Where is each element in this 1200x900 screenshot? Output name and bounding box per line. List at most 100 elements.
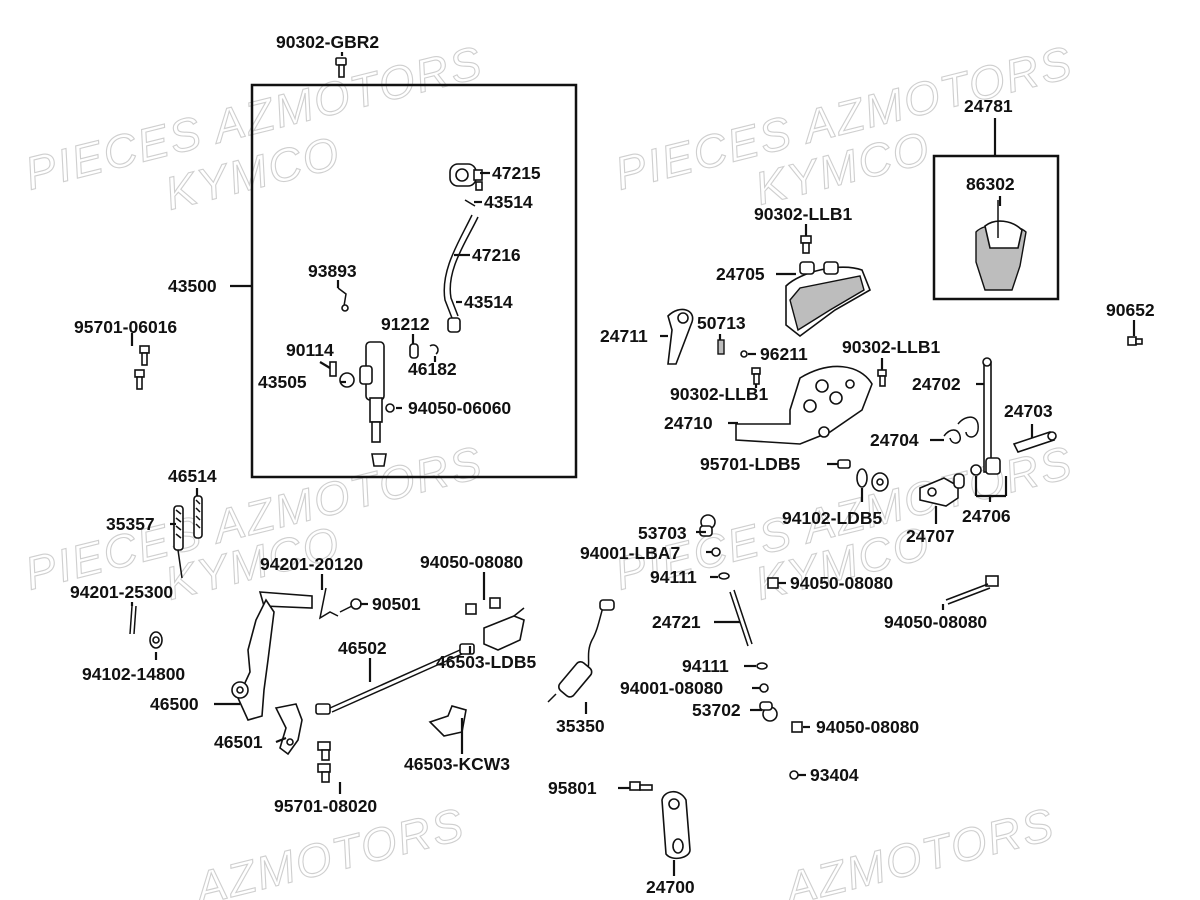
- bolt-90652-icon: [1127, 336, 1143, 346]
- switch-35350-icon: [547, 599, 615, 703]
- spring-46514-icon: [193, 495, 203, 539]
- label-24711: 24711: [600, 326, 648, 346]
- clip-46182-icon: [429, 344, 439, 355]
- label-94102-ldb5: 94102-LDB5: [782, 508, 882, 528]
- label-24707: 24707: [906, 526, 955, 546]
- nut-94001-lba7-icon: [711, 547, 721, 557]
- label-46502: 46502: [338, 638, 387, 658]
- collar-24706-icon: [970, 457, 1001, 476]
- shaft-24702-icon: [982, 357, 992, 473]
- label-90652: 90652: [1106, 300, 1155, 320]
- label-96211: 96211: [760, 344, 808, 364]
- bolt-95701-ldb5-icon: [837, 459, 851, 469]
- clip-46503-kcw3-icon: [428, 705, 467, 737]
- label-90302-llb1-a: 90302-LLB1: [754, 204, 853, 224]
- label-24706: 24706: [962, 506, 1011, 526]
- bolt-94050-08080-b-icon: [767, 577, 779, 589]
- watermark-azmotors-6: AZMOTORS: [777, 798, 1060, 900]
- label-94050-08080-a: 94050-08080: [420, 552, 523, 572]
- brake-pedal-46500-icon: [231, 591, 313, 721]
- label-24703: 24703: [1004, 401, 1053, 421]
- label-94201-25300: 94201-25300: [70, 582, 173, 602]
- bracket-46503-ldb5-icon: [483, 607, 525, 651]
- label-47216: 47216: [472, 245, 521, 265]
- washer-94102-14800-icon: [149, 631, 163, 649]
- pin-91212-icon: [409, 343, 419, 359]
- screw-94050-06060-icon: [385, 403, 395, 413]
- bolt-95701-06016-icon: [134, 345, 150, 390]
- label-47215: 47215: [492, 163, 541, 183]
- bolt-90302-gbr2-icon: [335, 57, 347, 78]
- label-43505: 43505: [258, 372, 307, 392]
- label-94001-lba7: 94001-LBA7: [580, 543, 680, 563]
- label-91212: 91212: [381, 314, 430, 334]
- washer-90501-icon: [339, 598, 362, 613]
- label-46182: 46182: [408, 359, 457, 379]
- label-93893: 93893: [308, 261, 357, 281]
- bolt-95701-08020-icon: [317, 741, 331, 783]
- label-43514-a: 43514: [484, 192, 533, 212]
- nut-94001-08080-icon: [759, 683, 769, 693]
- label-24704: 24704: [870, 430, 919, 450]
- label-93404: 93404: [810, 765, 859, 785]
- spring-24704-icon: [943, 416, 979, 444]
- label-46501: 46501: [214, 732, 263, 752]
- label-95701-08020: 95701-08020: [274, 796, 377, 816]
- label-35357: 35357: [106, 514, 155, 534]
- label-94111-a: 94111: [650, 567, 697, 587]
- label-90302-llb1-b: 90302-LLB1: [670, 384, 769, 404]
- shaft-24703-icon: [1012, 431, 1057, 453]
- bolt-94050-08080-d-icon: [791, 721, 803, 733]
- label-53702: 53702: [692, 700, 741, 720]
- label-46503-ldb5: 46503-LDB5: [436, 652, 536, 672]
- label-35350: 35350: [556, 716, 605, 736]
- arm-24700-icon: [661, 790, 691, 860]
- clevis-46501-icon: [274, 703, 303, 756]
- washer-96211-icon: [740, 350, 748, 358]
- shift-knob-86302-icon: [975, 200, 1027, 291]
- screw-93404-icon: [789, 770, 799, 780]
- label-50713: 50713: [697, 313, 746, 333]
- label-94001-08080: 94001-08080: [620, 678, 723, 698]
- label-95701-ldb5: 95701-LDB5: [700, 454, 800, 474]
- label-94050-08080-c: 94050-08080: [884, 612, 987, 632]
- joint-53702-icon: [759, 701, 778, 722]
- label-90501: 90501: [372, 594, 421, 614]
- clip-43514-lower-icon: [447, 317, 461, 333]
- label-24721: 24721: [652, 612, 701, 632]
- label-94111-b: 94111: [682, 656, 729, 676]
- joint-53703-icon: [699, 514, 716, 537]
- rod-93893-icon: [337, 287, 349, 312]
- cable-joint-47215-icon: [449, 163, 483, 191]
- clip-43514-upper-icon: [464, 199, 476, 207]
- label-24781: 24781: [964, 96, 1013, 116]
- shift-cover-24705-icon: [785, 261, 872, 338]
- washer-94111-b-icon: [756, 662, 768, 670]
- reservoir-cap-icon: [371, 453, 387, 467]
- leader-lines: [130, 52, 1136, 876]
- pin-94201-20120-icon: [318, 587, 339, 620]
- bolt-90302-llb1-top-icon: [800, 235, 812, 254]
- washer-94102-ldb5-icon: [856, 468, 889, 492]
- part-labels: 90302-GBR2 47215 43514 47216 43514 93893…: [70, 32, 1155, 897]
- label-94050-08080-b: 94050-08080: [790, 573, 893, 593]
- label-53703: 53703: [638, 523, 687, 543]
- label-46503-kcw3: 46503-KCW3: [404, 754, 510, 774]
- bolt-94050-08080-c-icon: [945, 575, 999, 605]
- label-43500: 43500: [168, 276, 217, 296]
- washer-94111-a-icon: [718, 572, 730, 580]
- label-24705: 24705: [716, 264, 765, 284]
- label-24700: 24700: [646, 877, 695, 897]
- label-46500: 46500: [150, 694, 199, 714]
- label-46514: 46514: [168, 466, 217, 486]
- pin-50713-icon: [717, 339, 725, 355]
- label-94050-06060: 94050-06060: [408, 398, 511, 418]
- lever-24711-icon: [667, 308, 694, 365]
- bolt-90302-llb1-mid-icon: [751, 367, 761, 385]
- label-95701-06016: 95701-06016: [74, 317, 177, 337]
- master-cylinder-43505-icon: [339, 341, 385, 443]
- label-90302-llb1-c: 90302-LLB1: [842, 337, 941, 357]
- rod-24721-icon: [729, 589, 753, 647]
- label-86302: 86302: [966, 174, 1015, 194]
